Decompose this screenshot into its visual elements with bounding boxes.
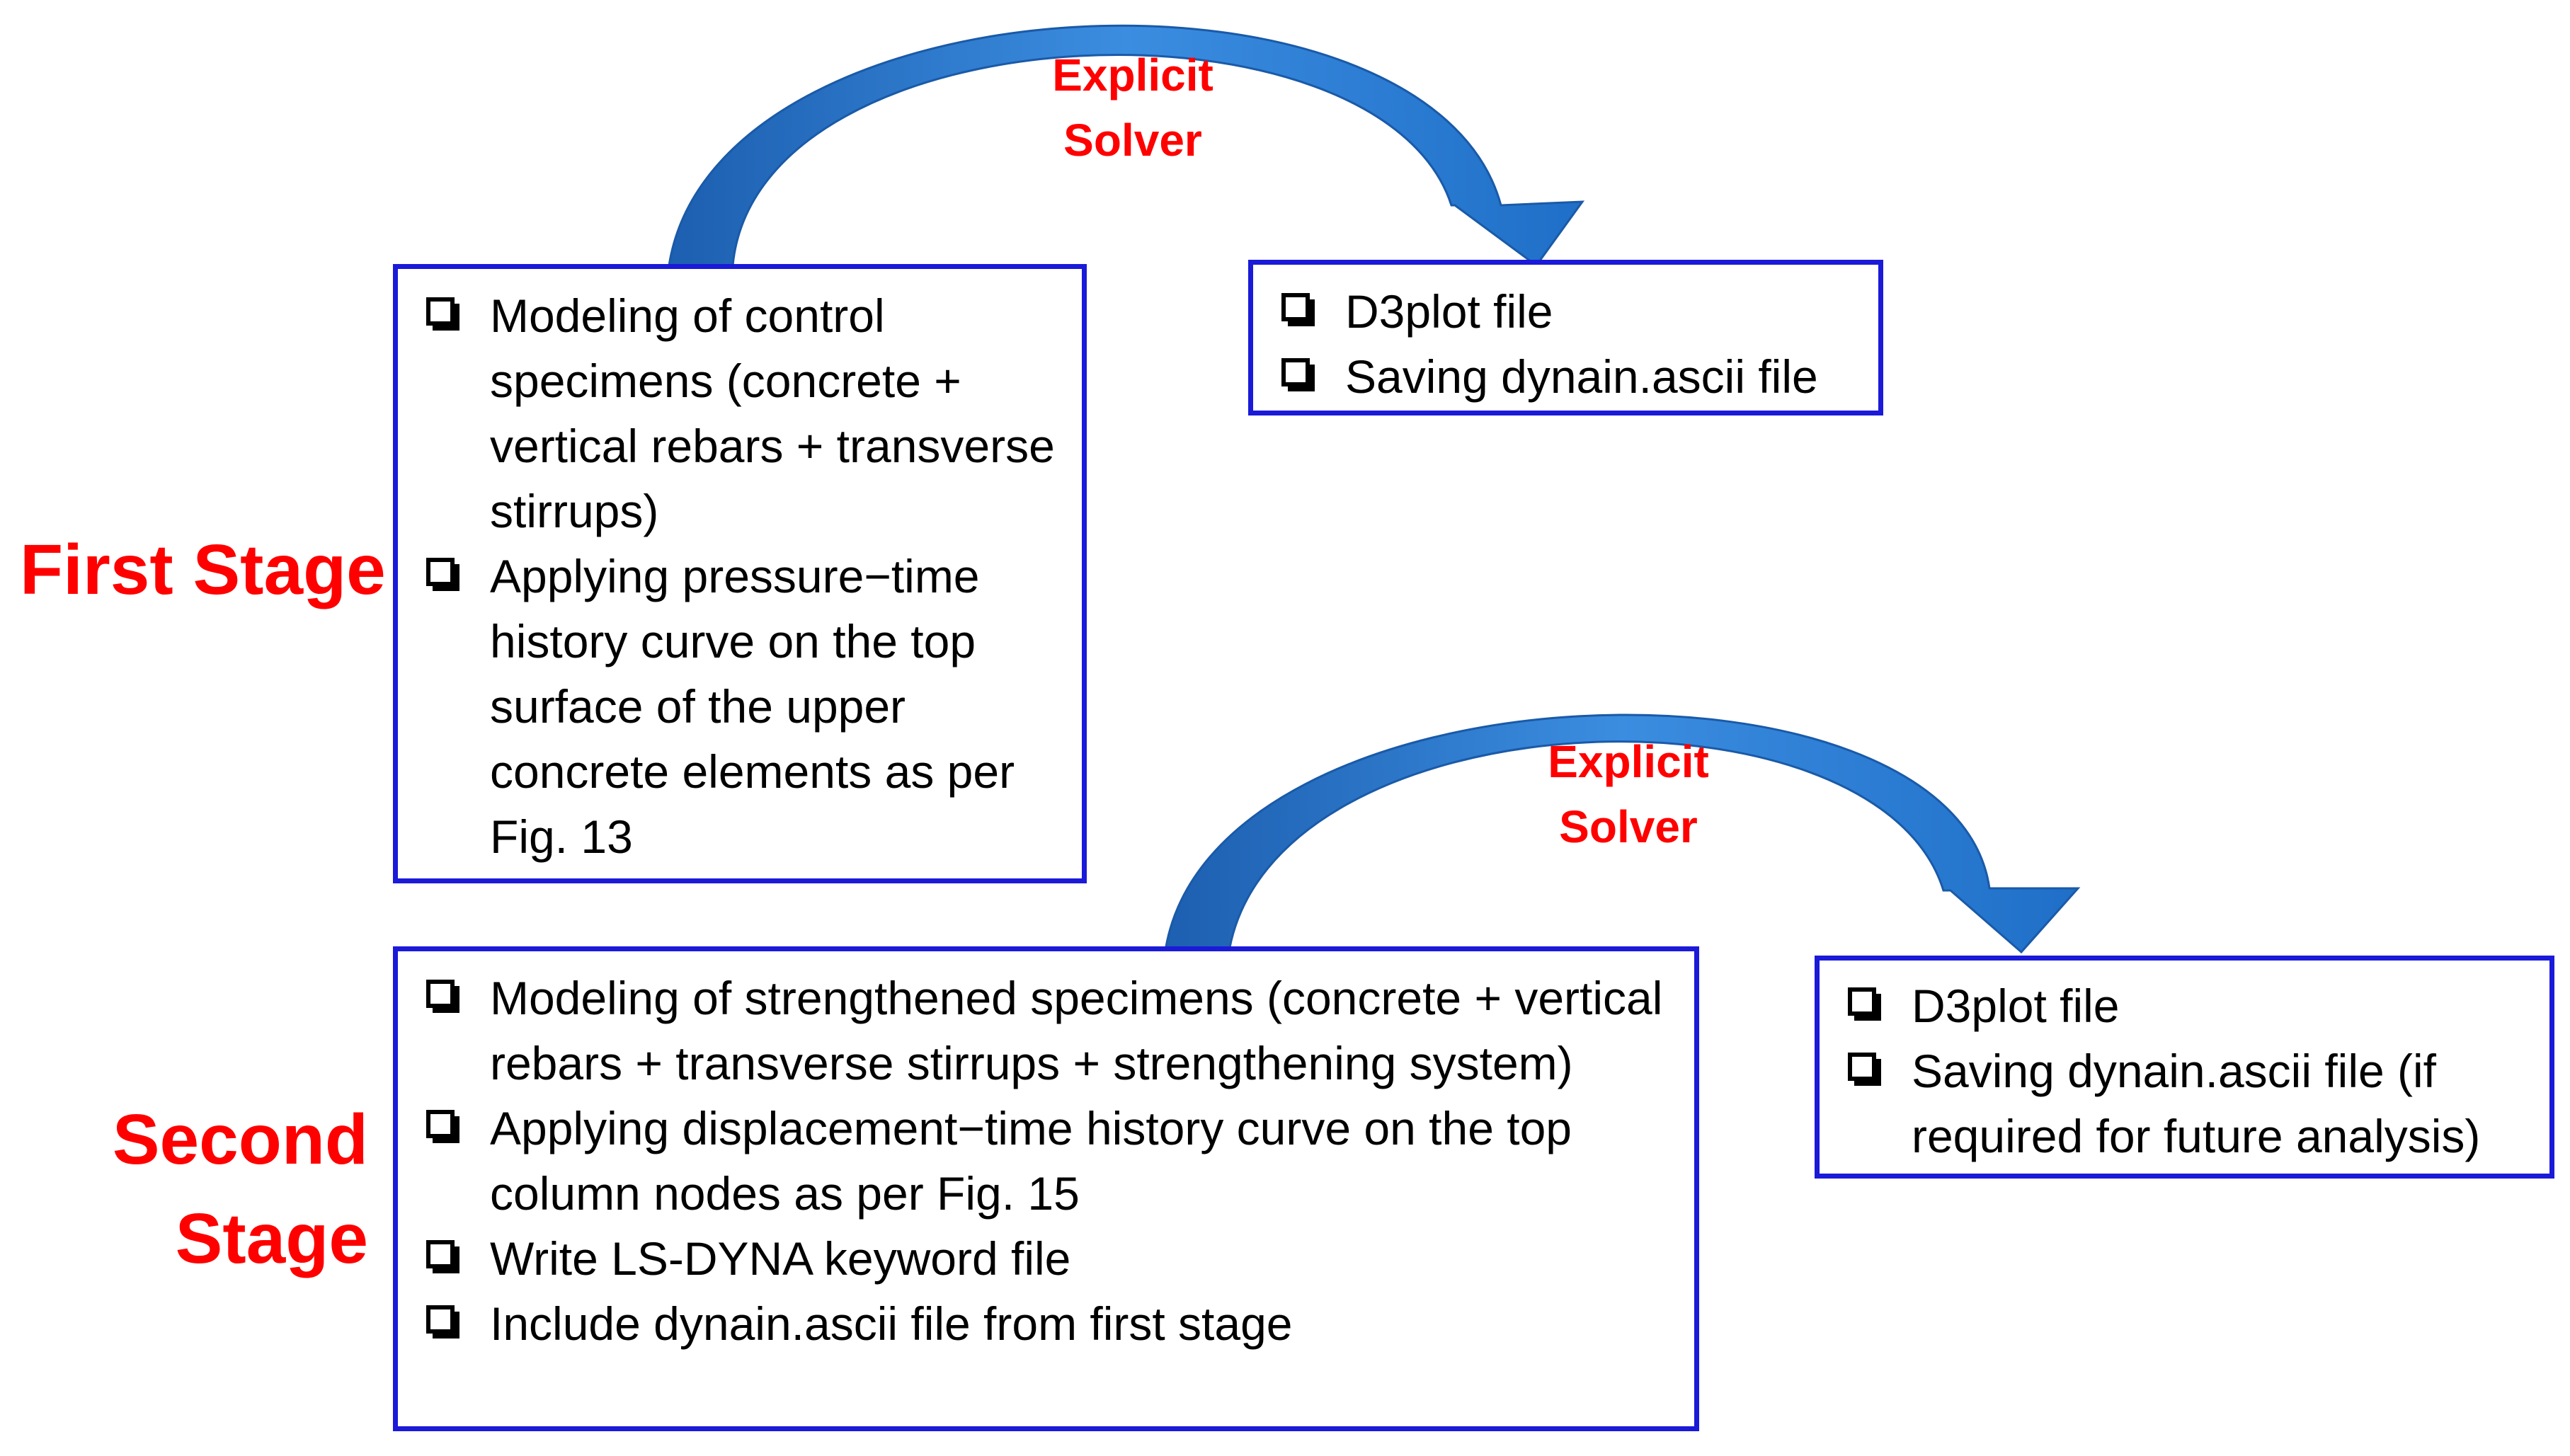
first-stage-output-box: D3plot file Saving dynain.ascii file: [1248, 260, 1883, 415]
second-stage-solver-arrow: [1163, 713, 2081, 957]
second-input-item: Modeling of strengthened specimens (conc…: [398, 965, 1673, 1096]
second-solver-label: Explicit Solver: [1522, 729, 1735, 859]
second-stage-label-line1: Second: [112, 1100, 368, 1179]
checkbox-icon: [426, 1305, 455, 1334]
checkbox-icon: [1848, 1053, 1876, 1081]
first-solver-line1: Explicit: [1052, 50, 1213, 101]
checkbox-icon: [426, 1110, 455, 1138]
checkbox-icon: [1281, 358, 1310, 386]
checkbox-icon: [426, 558, 455, 586]
first-solver-label: Explicit Solver: [1027, 42, 1239, 173]
second-solver-line1: Explicit: [1548, 736, 1709, 787]
second-stage-output-box: D3plot file Saving dynain.ascii file (if…: [1815, 956, 2554, 1179]
first-output-item: Saving dynain.ascii file: [1253, 344, 1864, 409]
second-input-item: Write LS-DYNA keyword file: [398, 1226, 1673, 1291]
second-stage-input-box: Modeling of strengthened specimens (conc…: [393, 946, 1699, 1431]
first-input-item: Modeling of control specimens (concrete …: [398, 283, 1068, 544]
first-output-item: D3plot file: [1253, 279, 1864, 344]
second-solver-line2: Solver: [1559, 801, 1698, 852]
second-input-item: Include dynain.ascii file from first sta…: [398, 1291, 1673, 1356]
first-stage-label: First Stage: [20, 530, 386, 609]
second-stage-label-line2: Stage: [175, 1199, 368, 1278]
second-output-item: Saving dynain.ascii file (if required fo…: [1820, 1038, 2535, 1169]
checkbox-icon: [426, 297, 455, 326]
checkbox-icon: [1848, 987, 1876, 1016]
first-solver-line2: Solver: [1063, 115, 1202, 166]
second-stage-label: Second Stage: [106, 1090, 368, 1288]
checkbox-icon: [426, 980, 455, 1008]
second-input-item: Applying displacement−time history curve…: [398, 1096, 1673, 1226]
checkbox-icon: [1281, 293, 1310, 321]
first-stage-input-box: Modeling of control specimens (concrete …: [393, 264, 1087, 883]
checkbox-icon: [426, 1240, 455, 1268]
first-stage-solver-arrow: [668, 24, 1585, 268]
second-output-item: D3plot file: [1820, 973, 2535, 1038]
first-input-item: Applying pressure−time history curve on …: [398, 544, 1068, 869]
